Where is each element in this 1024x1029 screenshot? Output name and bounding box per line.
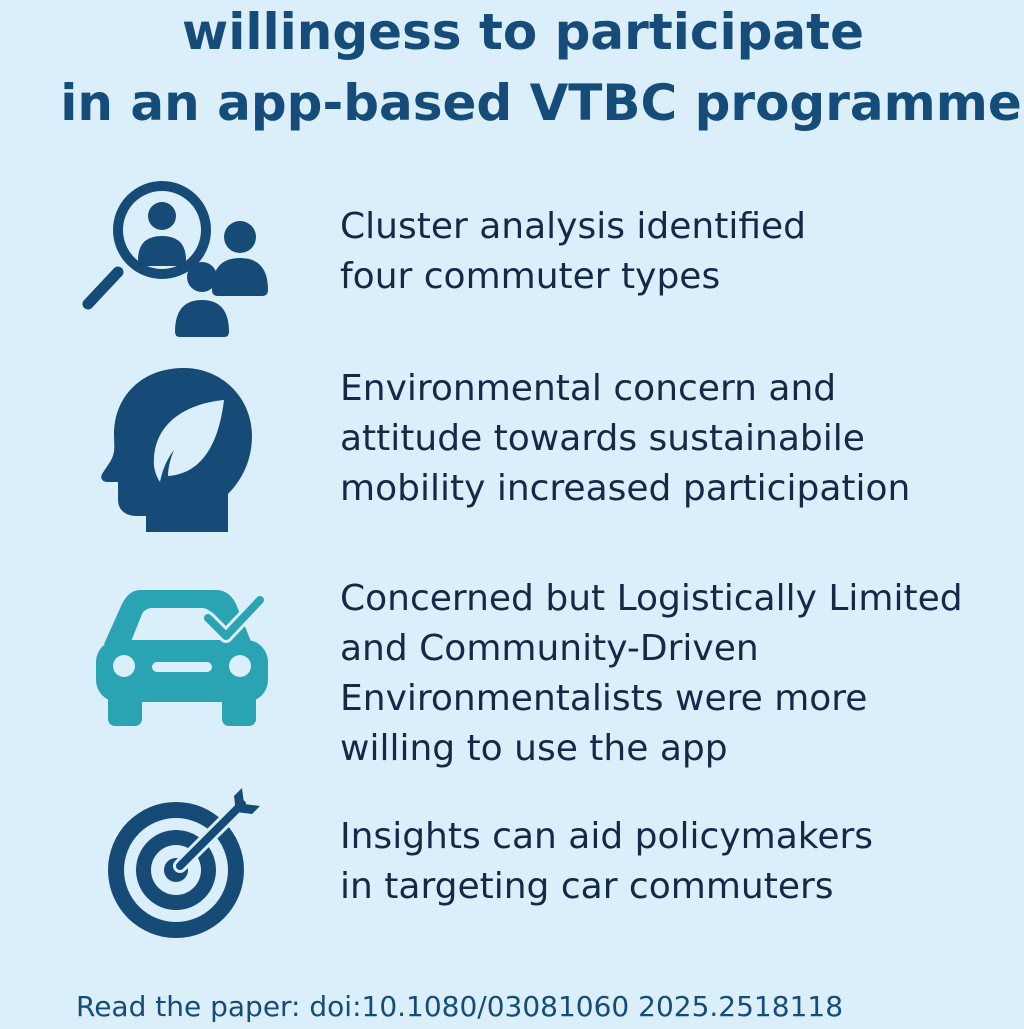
finding-text-1: Cluster analysis identified four commute… xyxy=(340,202,806,302)
title-line-1: willingess to participate xyxy=(182,3,864,61)
finding-3-line-2: and Community-Driven xyxy=(340,628,759,669)
search-people-icon xyxy=(82,181,268,337)
finding-3-line-3: Environmentalists were more xyxy=(340,678,868,719)
finding-text-2: Environmental concern and attitude towar… xyxy=(340,364,910,514)
finding-3-line-4: willing to use the app xyxy=(340,728,728,769)
head-leaf-icon xyxy=(101,368,252,532)
title-line-2: in an app-based VTBC programme xyxy=(60,74,1022,132)
finding-2-line-1: Environmental concern and xyxy=(340,368,837,409)
finding-3-line-1: Concerned but Logistically Limited xyxy=(340,578,963,619)
paper-doi-link[interactable]: Read the paper: doi:10.1080/03081060 202… xyxy=(76,990,844,1023)
finding-2-line-2: attitude towards sustainabile xyxy=(340,418,865,459)
target-arrow-icon xyxy=(108,788,260,938)
finding-text-4: Insights can aid policymakers in targeti… xyxy=(340,812,873,912)
finding-2-line-3: mobility increased participation xyxy=(340,468,911,509)
finding-4-line-2: in targeting car commuters xyxy=(340,866,834,907)
finding-1-line-1: Cluster analysis identified xyxy=(340,206,807,247)
car-check-icon xyxy=(96,590,268,726)
finding-text-3: Concerned but Logistically Limited and C… xyxy=(340,574,963,774)
finding-4-line-1: Insights can aid policymakers xyxy=(340,816,874,857)
finding-1-line-2: four commuter types xyxy=(340,256,721,297)
